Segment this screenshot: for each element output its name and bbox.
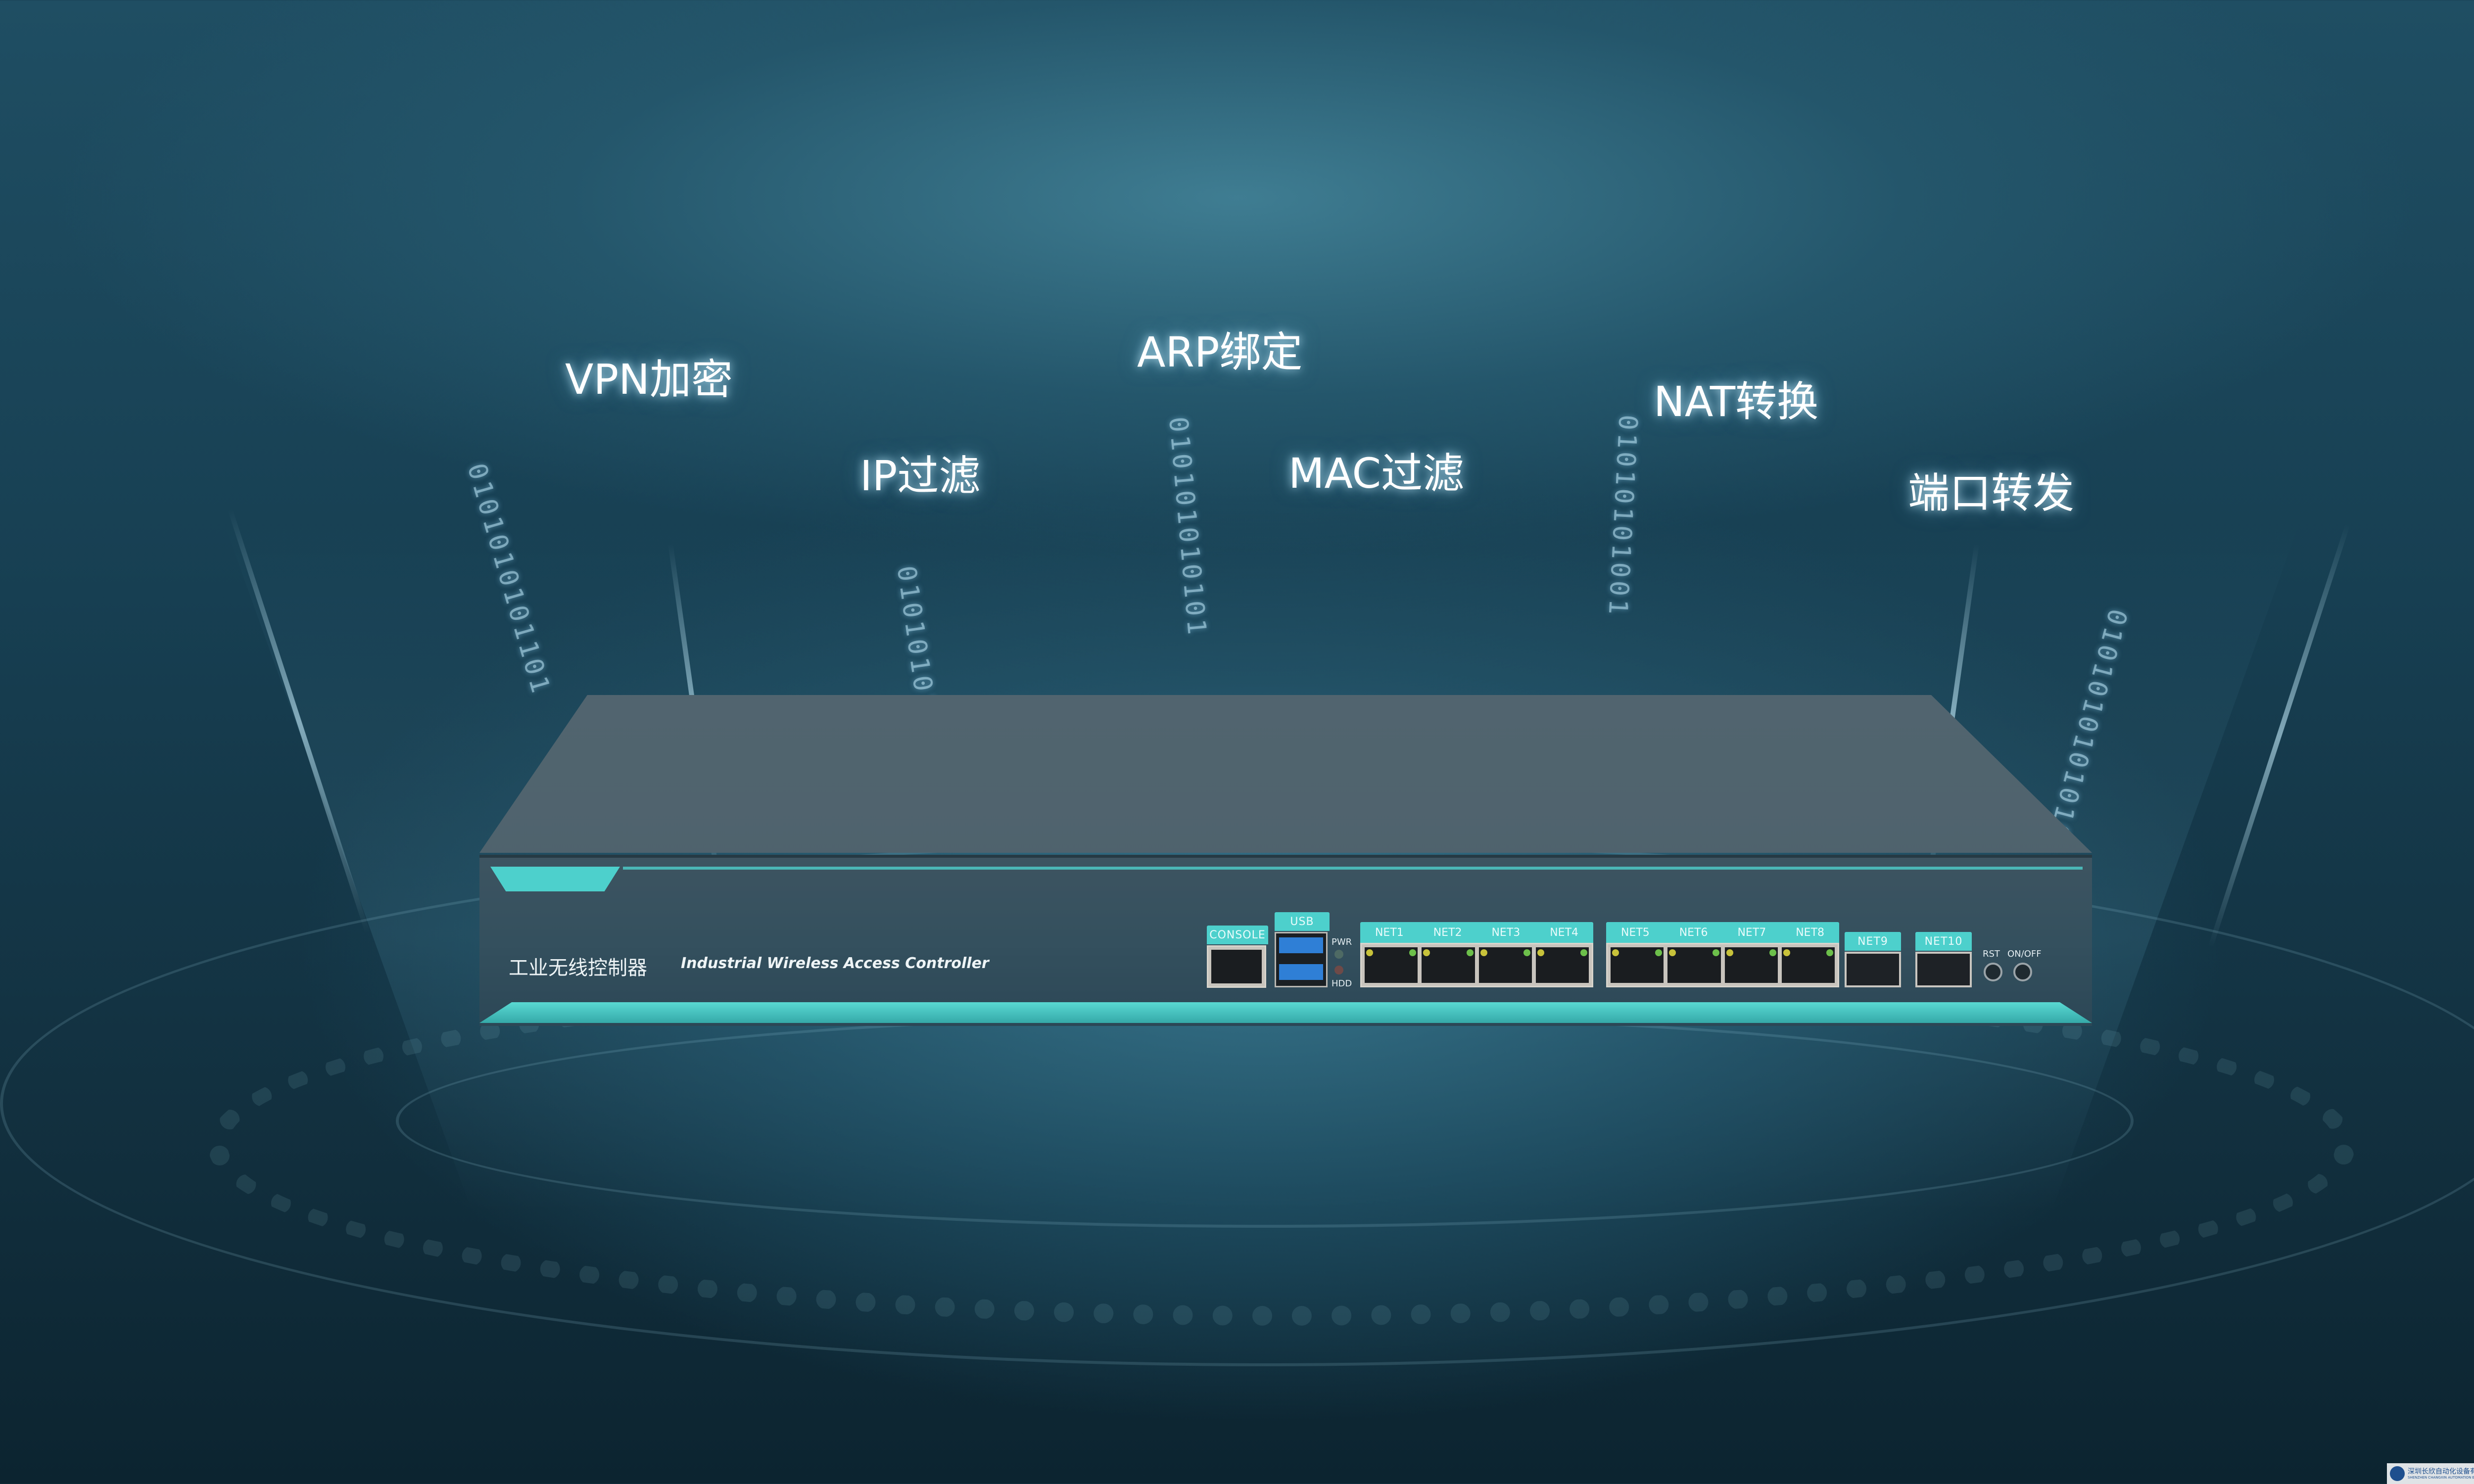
reset-button[interactable]	[1984, 963, 2002, 981]
pwr-indicator	[1334, 950, 1343, 959]
company-name-cn: 深圳长欣自动化设备有限公司	[2408, 1468, 2474, 1476]
device-front-panel: 工业无线控制器 Industrial Wireless Access Contr…	[479, 855, 2092, 1026]
net10-label: NET10	[1915, 932, 1972, 951]
device-name-en: Industrial Wireless Access Controller	[681, 955, 989, 972]
power-button[interactable]	[2013, 963, 2032, 981]
feature-vpn: VPN加密	[565, 355, 733, 404]
accent-tab	[490, 867, 620, 891]
console-label: CONSOLE	[1207, 926, 1268, 944]
net3-label: NET3	[1491, 926, 1521, 939]
rst-label: RST	[1983, 949, 2000, 959]
net-group-2-ports	[1606, 943, 1839, 987]
usb-slot[interactable]	[1279, 937, 1323, 953]
feature-mac-filter: MAC过滤	[1288, 449, 1465, 498]
feature-ip-filter: IP过滤	[860, 452, 981, 500]
ethernet-port[interactable]	[1611, 947, 1664, 983]
net-group-1-ports	[1360, 943, 1593, 987]
company-watermark: 深圳长欣自动化设备有限公司 SHENZHEN CHANGXIN AUTOMATI…	[2387, 1463, 2474, 1484]
net-group-1-label: NET1 NET2 NET3 NET4	[1360, 922, 1593, 943]
console-port[interactable]	[1207, 945, 1266, 988]
net8-label: NET8	[1796, 926, 1825, 939]
hdd-indicator	[1334, 966, 1343, 974]
feature-port-forward: 端口转发	[1908, 469, 2075, 517]
device-name-cn: 工业无线控制器	[509, 957, 647, 979]
ethernet-port[interactable]	[1781, 947, 1835, 983]
company-logo-icon	[2390, 1466, 2405, 1481]
net5-label: NET5	[1620, 926, 1650, 939]
net7-label: NET7	[1737, 926, 1766, 939]
company-name-en: SHENZHEN CHANGXIN AUTOMATION EQUIPMENT C…	[2408, 1476, 2474, 1480]
ethernet-port[interactable]	[1667, 947, 1721, 983]
ethernet-port[interactable]	[1724, 947, 1778, 983]
feature-arp: ARP绑定	[1137, 328, 1303, 376]
accent-bottom-strip	[479, 1002, 2092, 1023]
hdd-label: HDD	[1332, 978, 1352, 989]
feature-nat: NAT转换	[1654, 377, 1819, 426]
sfp-port-net9[interactable]	[1845, 952, 1901, 987]
usb-label: USB	[1275, 912, 1330, 931]
pwr-label: PWR	[1332, 937, 1352, 947]
net9-label: NET9	[1845, 932, 1901, 951]
usb-slot[interactable]	[1279, 964, 1323, 980]
sfp-port-net10[interactable]	[1915, 952, 1972, 987]
net-group-2-label: NET5 NET6 NET7 NET8	[1606, 922, 1839, 943]
ethernet-port[interactable]	[1422, 947, 1475, 983]
ethernet-port[interactable]	[1535, 947, 1589, 983]
net6-label: NET6	[1679, 926, 1708, 939]
ethernet-port[interactable]	[1478, 947, 1532, 983]
onoff-label: ON/OFF	[2007, 949, 2042, 959]
ethernet-port[interactable]	[1365, 947, 1418, 983]
accent-line	[623, 867, 2083, 870]
net1-label: NET1	[1375, 926, 1404, 939]
usb-ports[interactable]	[1275, 932, 1328, 987]
net4-label: NET4	[1550, 926, 1579, 939]
net2-label: NET2	[1433, 926, 1462, 939]
